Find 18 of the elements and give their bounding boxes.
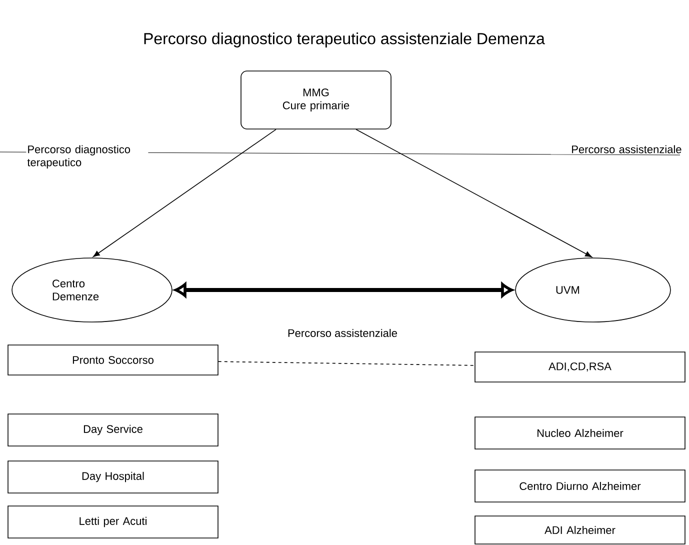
ellipse-node: Centro Demenze <box>12 258 172 322</box>
service-box: Day Service <box>8 414 218 446</box>
service-box: Day Hospital <box>8 460 218 494</box>
service-box: Letti per Acuti <box>8 506 218 538</box>
ellipse-node: UVM <box>515 258 671 322</box>
arrow <box>92 129 276 258</box>
edge-label: Percorso assistenziale <box>286 328 399 338</box>
arrow <box>356 129 592 258</box>
service-box: Nucleo Alzheimer <box>474 416 686 450</box>
path-label: Percorso assistenziale <box>550 144 683 154</box>
service-box: Centro Diurno Alzheimer <box>474 470 686 502</box>
service-box: ADI,CD,RSA <box>474 352 686 382</box>
path-label: Percorso diagnostico terapeutico <box>26 144 148 170</box>
process-box: MMG Cure primarie <box>240 70 392 130</box>
service-box: Pronto Soccorso <box>8 344 218 376</box>
title: Percorso diagnostico terapeutico assistenziale Demenza <box>144 32 545 48</box>
service-box: ADI Alzheimer <box>474 516 686 544</box>
arrow <box>174 282 513 298</box>
